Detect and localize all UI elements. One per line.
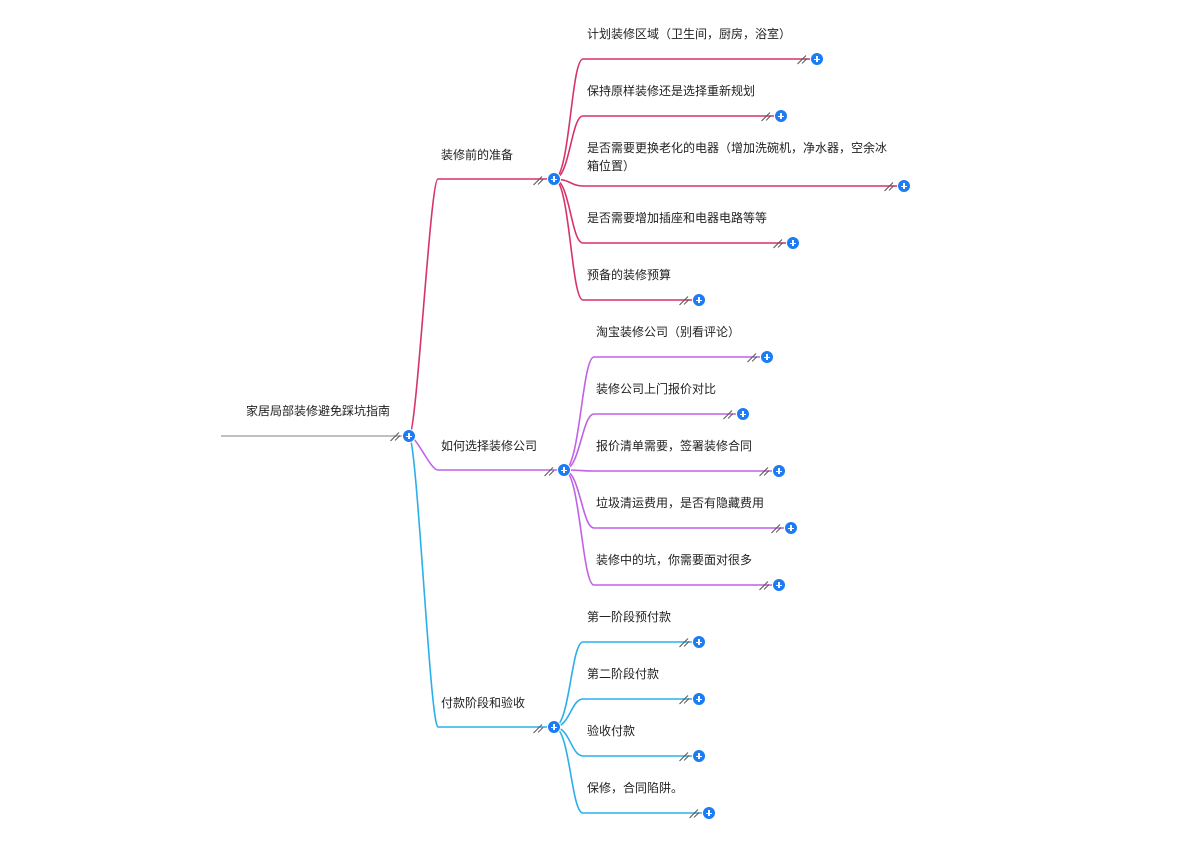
leaf-topic[interactable]: 是否需要更换老化的电器（增加洗碗机，净水器，空余冰箱位置） (587, 139, 892, 175)
leaf-topic-label: 淘宝装修公司（别看评论） (596, 325, 741, 339)
leaf-topic[interactable]: 垃圾清运费用，是否有隐藏费用 (596, 494, 764, 512)
leaf-expand-icon[interactable] (897, 179, 911, 193)
leaf-topic-label: 是否需要增加插座和电器电路等等 (587, 211, 768, 225)
resize-handle-icon[interactable] (678, 686, 688, 696)
resize-handle-icon[interactable] (532, 167, 542, 177)
leaf-topic-label: 保修，合同陷阱。 (587, 781, 684, 795)
root-topic-label: 家居局部装修避免踩坑指南 (246, 404, 391, 418)
leaf-topic-label: 报价清单需要，签署装修合同 (596, 439, 753, 453)
root-expand-icon[interactable] (402, 429, 416, 443)
leaf-topic-label: 预备的装修预算 (587, 268, 672, 282)
leaf-expand-icon[interactable] (786, 236, 800, 250)
leaf-expand-icon[interactable] (774, 109, 788, 123)
leaf-topic[interactable]: 第二阶段付款 (587, 665, 659, 683)
resize-handle-icon[interactable] (746, 344, 756, 354)
resize-handle-icon[interactable] (758, 572, 768, 582)
resize-handle-icon[interactable] (770, 515, 780, 525)
leaf-topic[interactable]: 装修公司上门报价对比 (596, 380, 716, 398)
leaf-topic-label: 第二阶段付款 (587, 667, 660, 681)
leaf-topic-label: 计划装修区域（卫生间，厨房，浴室） (587, 27, 792, 41)
leaf-topic[interactable]: 装修中的坑，你需要面对很多 (596, 551, 752, 569)
leaf-expand-icon[interactable] (692, 635, 706, 649)
branch-prep-expand-icon[interactable] (547, 172, 561, 186)
leaf-expand-icon[interactable] (692, 692, 706, 706)
branch-payment-expand-icon[interactable] (547, 720, 561, 734)
resize-handle-icon[interactable] (758, 458, 768, 468)
leaf-topic[interactable]: 计划装修区域（卫生间，厨房，浴室） (587, 25, 791, 43)
leaf-topic[interactable]: 保持原样装修还是选择重新规划 (587, 82, 755, 100)
leaf-expand-icon[interactable] (692, 749, 706, 763)
branch-topic-label: 装修前的准备 (441, 148, 514, 162)
leaf-expand-icon[interactable] (810, 52, 824, 66)
branch-topic-label: 如何选择装修公司 (441, 439, 538, 453)
resize-handle-icon[interactable] (532, 715, 542, 725)
leaf-topic[interactable]: 验收付款 (587, 722, 635, 740)
root-topic[interactable]: 家居局部装修避免踩坑指南 (246, 402, 390, 420)
leaf-topic-label: 垃圾清运费用，是否有隐藏费用 (596, 496, 765, 510)
resize-handle-icon[interactable] (722, 401, 732, 411)
leaf-topic-label: 装修中的坑，你需要面对很多 (596, 553, 753, 567)
branch-connector (408, 435, 439, 728)
leaf-connector (563, 469, 595, 586)
resize-handle-icon[interactable] (883, 173, 893, 183)
leaf-topic[interactable]: 淘宝装修公司（别看评论） (596, 323, 740, 341)
leaf-topic[interactable]: 报价清单需要，签署装修合同 (596, 437, 752, 455)
branch-connector (408, 178, 439, 437)
resize-handle-icon[interactable] (678, 743, 688, 753)
leaf-topic-label: 是否需要更换老化的电器（增加洗碗机，净水器，空余冰箱位置） (587, 141, 888, 173)
leaf-topic-label: 装修公司上门报价对比 (596, 382, 717, 396)
leaf-expand-icon[interactable] (772, 578, 786, 592)
leaf-topic[interactable]: 保修，合同陷阱。 (587, 779, 683, 797)
resize-handle-icon[interactable] (389, 423, 399, 433)
leaf-topic-label: 第一阶段预付款 (587, 610, 672, 624)
leaf-expand-icon[interactable] (736, 407, 750, 421)
branch-topic-company[interactable]: 如何选择装修公司 (441, 437, 537, 455)
leaf-connector (563, 356, 595, 471)
branch-topic-prep[interactable]: 装修前的准备 (441, 146, 513, 164)
branch-company-expand-icon[interactable] (557, 463, 571, 477)
leaf-topic-label: 验收付款 (587, 724, 636, 738)
resize-handle-icon[interactable] (688, 800, 698, 810)
leaf-topic[interactable]: 是否需要增加插座和电器电路等等 (587, 209, 767, 227)
leaf-expand-icon[interactable] (702, 806, 716, 820)
branch-topic-label: 付款阶段和验收 (441, 696, 526, 710)
leaf-expand-icon[interactable] (692, 293, 706, 307)
resize-handle-icon[interactable] (760, 103, 770, 113)
resize-handle-icon[interactable] (772, 230, 782, 240)
leaf-expand-icon[interactable] (772, 464, 786, 478)
leaf-topic[interactable]: 第一阶段预付款 (587, 608, 671, 626)
leaf-topic[interactable]: 预备的装修预算 (587, 266, 671, 284)
resize-handle-icon[interactable] (678, 629, 688, 639)
leaf-expand-icon[interactable] (760, 350, 774, 364)
resize-handle-icon[interactable] (543, 458, 553, 468)
leaf-expand-icon[interactable] (784, 521, 798, 535)
branch-topic-payment[interactable]: 付款阶段和验收 (441, 694, 525, 712)
resize-handle-icon[interactable] (796, 46, 806, 56)
resize-handle-icon[interactable] (678, 287, 688, 297)
leaf-topic-label: 保持原样装修还是选择重新规划 (587, 84, 756, 98)
